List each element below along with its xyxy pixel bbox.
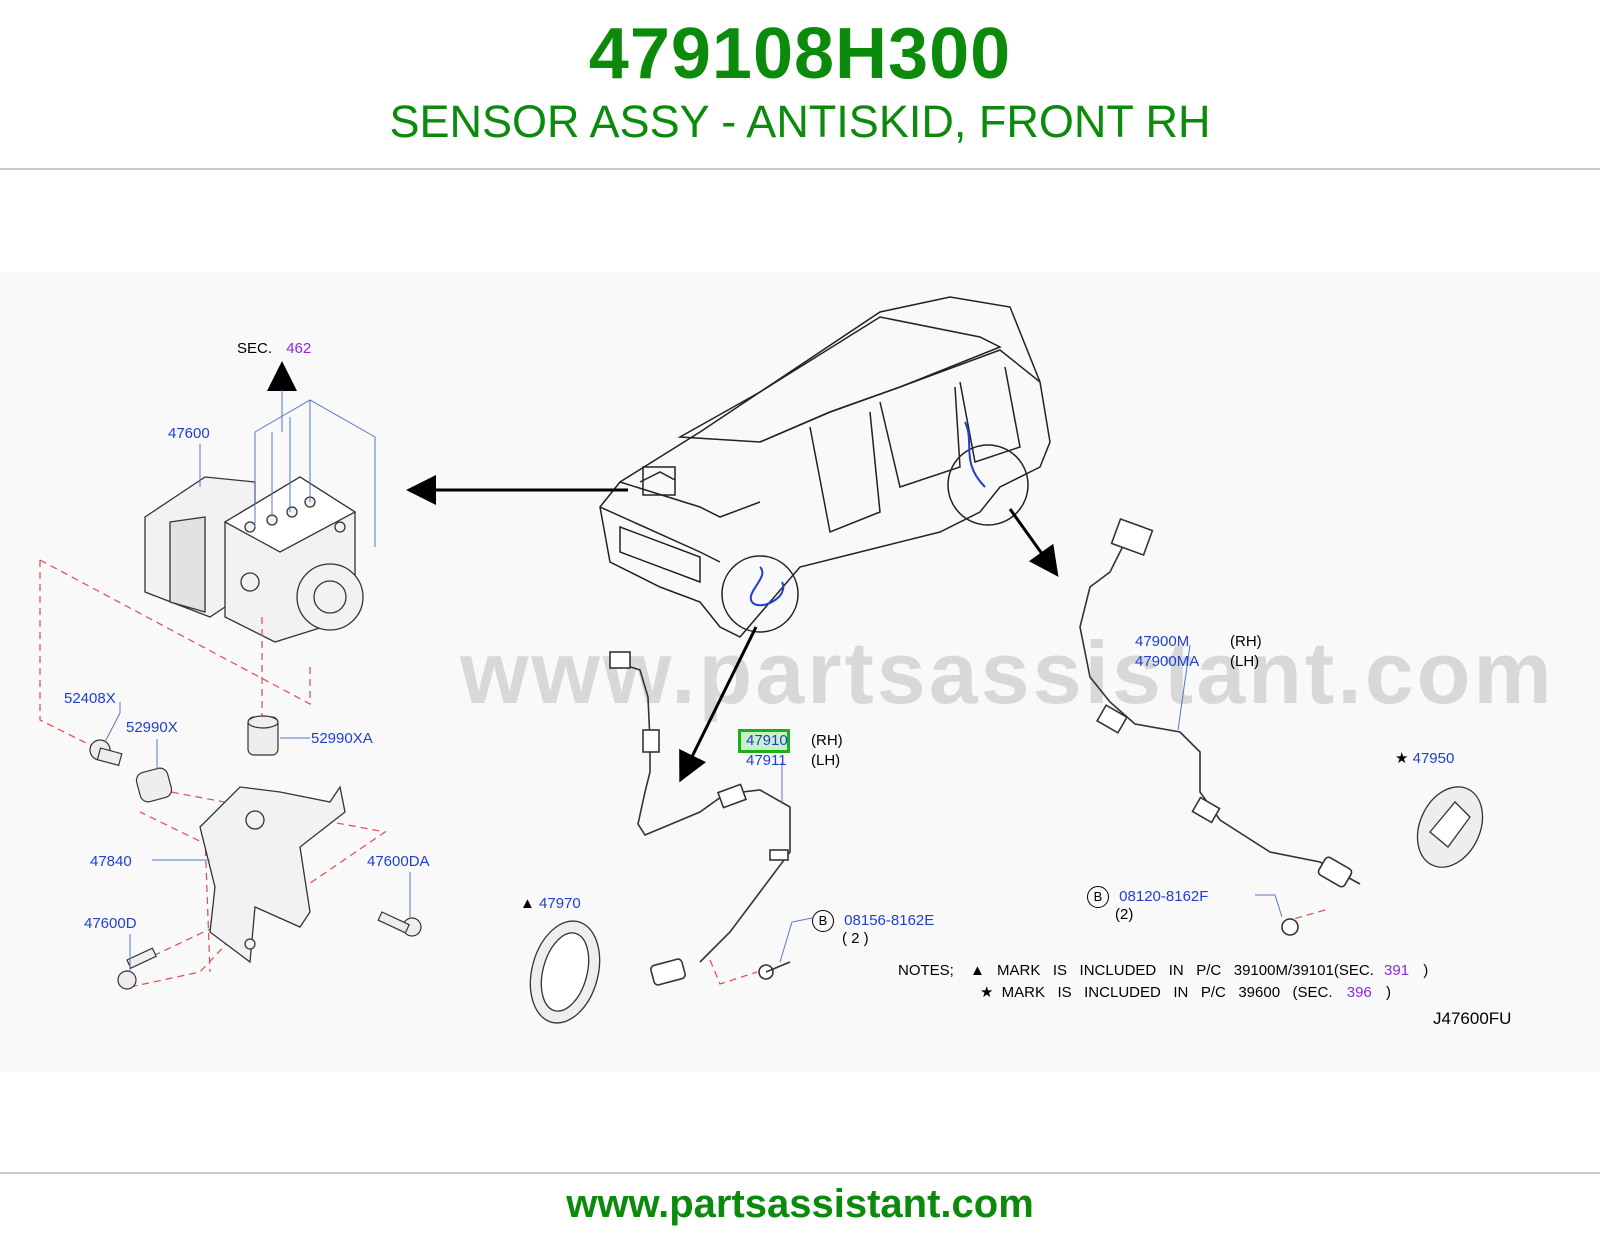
lh-suffix-47911: (LH) <box>811 752 841 769</box>
lh-suffix-47900MA: (LH) <box>1230 653 1260 670</box>
bolt-08156-row: B 08156-8162E <box>812 910 934 932</box>
part-label-47900M[interactable]: 47900M <box>1135 633 1190 650</box>
sec-ref-462[interactable]: 462 <box>286 340 312 357</box>
tone-ring-47970 <box>529 920 601 1024</box>
part-label-52990X[interactable]: 52990X <box>126 719 178 736</box>
notes-line-1-end: ) <box>1423 962 1429 979</box>
part-label-47911[interactable]: 47911 <box>746 752 787 769</box>
watermark: www.partsassistant.com <box>460 623 1555 722</box>
part-label-47600D[interactable]: 47600D <box>84 915 137 932</box>
footer-website-link[interactable]: www.partsassistant.com <box>566 1182 1034 1226</box>
bolt-47600D <box>117 947 157 990</box>
part-label-47950[interactable]: 47950 <box>1412 750 1455 767</box>
star-note-icon: ★ <box>980 984 994 1001</box>
abs-actuator <box>144 476 364 643</box>
leader-lines <box>104 644 1283 972</box>
callout-arrows <box>267 361 1059 783</box>
part-label-08120-8162F[interactable]: 08120-8162F <box>1119 888 1209 905</box>
sec-prefix: SEC. <box>237 340 273 357</box>
bracket-47840 <box>199 785 346 964</box>
tone-ring-47950 <box>1416 786 1484 868</box>
sensor-wire-highlights <box>749 421 986 607</box>
triangle-note-icon: ▲ <box>970 962 985 979</box>
parts-diagram: www.partsassistant.com <box>0 272 1600 1072</box>
star-mark-icon: ★ <box>1395 750 1409 767</box>
part-label-47970[interactable]: 47970 <box>539 895 581 912</box>
notes-line-2-end: ) <box>1385 984 1391 1001</box>
part-label-47600DA[interactable]: 47600DA <box>367 853 430 870</box>
part-label-47950-row: ★ 47950 <box>1395 750 1454 768</box>
front-sensor-harness <box>609 651 791 986</box>
sec-ref-396[interactable]: 396 <box>1346 984 1372 1001</box>
diagram-drawing <box>39 296 1484 1024</box>
bolt-08120-row: B 08120-8162F <box>1087 886 1208 908</box>
notes-line-2: ★ MARK IS INCLUDED IN P/C 39600 (SEC. 39… <box>980 984 1391 1002</box>
notes-prefix: NOTES; <box>898 962 954 979</box>
notes-line-2-text: MARK IS INCLUDED IN P/C 39600 (SEC. <box>1001 984 1333 1001</box>
part-label-08156-8162E[interactable]: 08156-8162E <box>844 912 935 929</box>
b-marker-icon-2: B <box>1087 886 1109 908</box>
part-number-title: 479108H300 <box>588 14 1012 94</box>
triangle-mark-icon: ▲ <box>520 895 535 912</box>
sec-ref-391[interactable]: 391 <box>1384 962 1410 979</box>
b-marker-icon: B <box>812 910 834 932</box>
part-description: SENSOR ASSY - ANTISKID, FRONT RH <box>389 96 1211 147</box>
qty-08120-8162F: (2) <box>1115 906 1134 923</box>
bushing-52990X <box>135 767 173 803</box>
part-label-52408X[interactable]: 52408X <box>64 690 116 707</box>
part-label-47600[interactable]: 47600 <box>168 425 210 442</box>
part-label-52990XA[interactable]: 52990XA <box>311 730 373 747</box>
notes-line-1: NOTES; ▲ MARK IS INCLUDED IN P/C 39100M/… <box>898 962 1428 980</box>
sec-label: SEC. 462 <box>237 340 311 358</box>
figure-code: J47600FU <box>1433 1009 1512 1028</box>
rh-suffix-47910: (RH) <box>811 732 843 749</box>
qty-08156-8162E: ( 2 ) <box>842 930 869 947</box>
part-label-47910[interactable]: 47910 <box>746 732 788 749</box>
part-label-47840[interactable]: 47840 <box>90 853 132 870</box>
page-header: 479108H300 SENSOR ASSY - ANTISKID, FRONT… <box>0 0 1600 168</box>
bolt-52408X <box>89 739 123 767</box>
highlighted-part-box <box>738 729 790 753</box>
rh-suffix-47900M: (RH) <box>1230 633 1262 650</box>
grommet-52990XA <box>247 715 279 756</box>
part-label-47970-row: ▲ 47970 <box>520 895 581 913</box>
part-label-47900MA[interactable]: 47900MA <box>1135 653 1200 670</box>
rear-sensor-harness <box>1079 517 1361 936</box>
footer-divider <box>0 1172 1600 1174</box>
actuator-leaders <box>199 390 376 547</box>
notes-line-1-text: MARK IS INCLUDED IN P/C 39100M/39101(SEC… <box>997 962 1374 979</box>
vehicle-illustration <box>599 296 1051 638</box>
header-divider <box>0 168 1600 170</box>
bolt-47600DA <box>377 911 422 937</box>
